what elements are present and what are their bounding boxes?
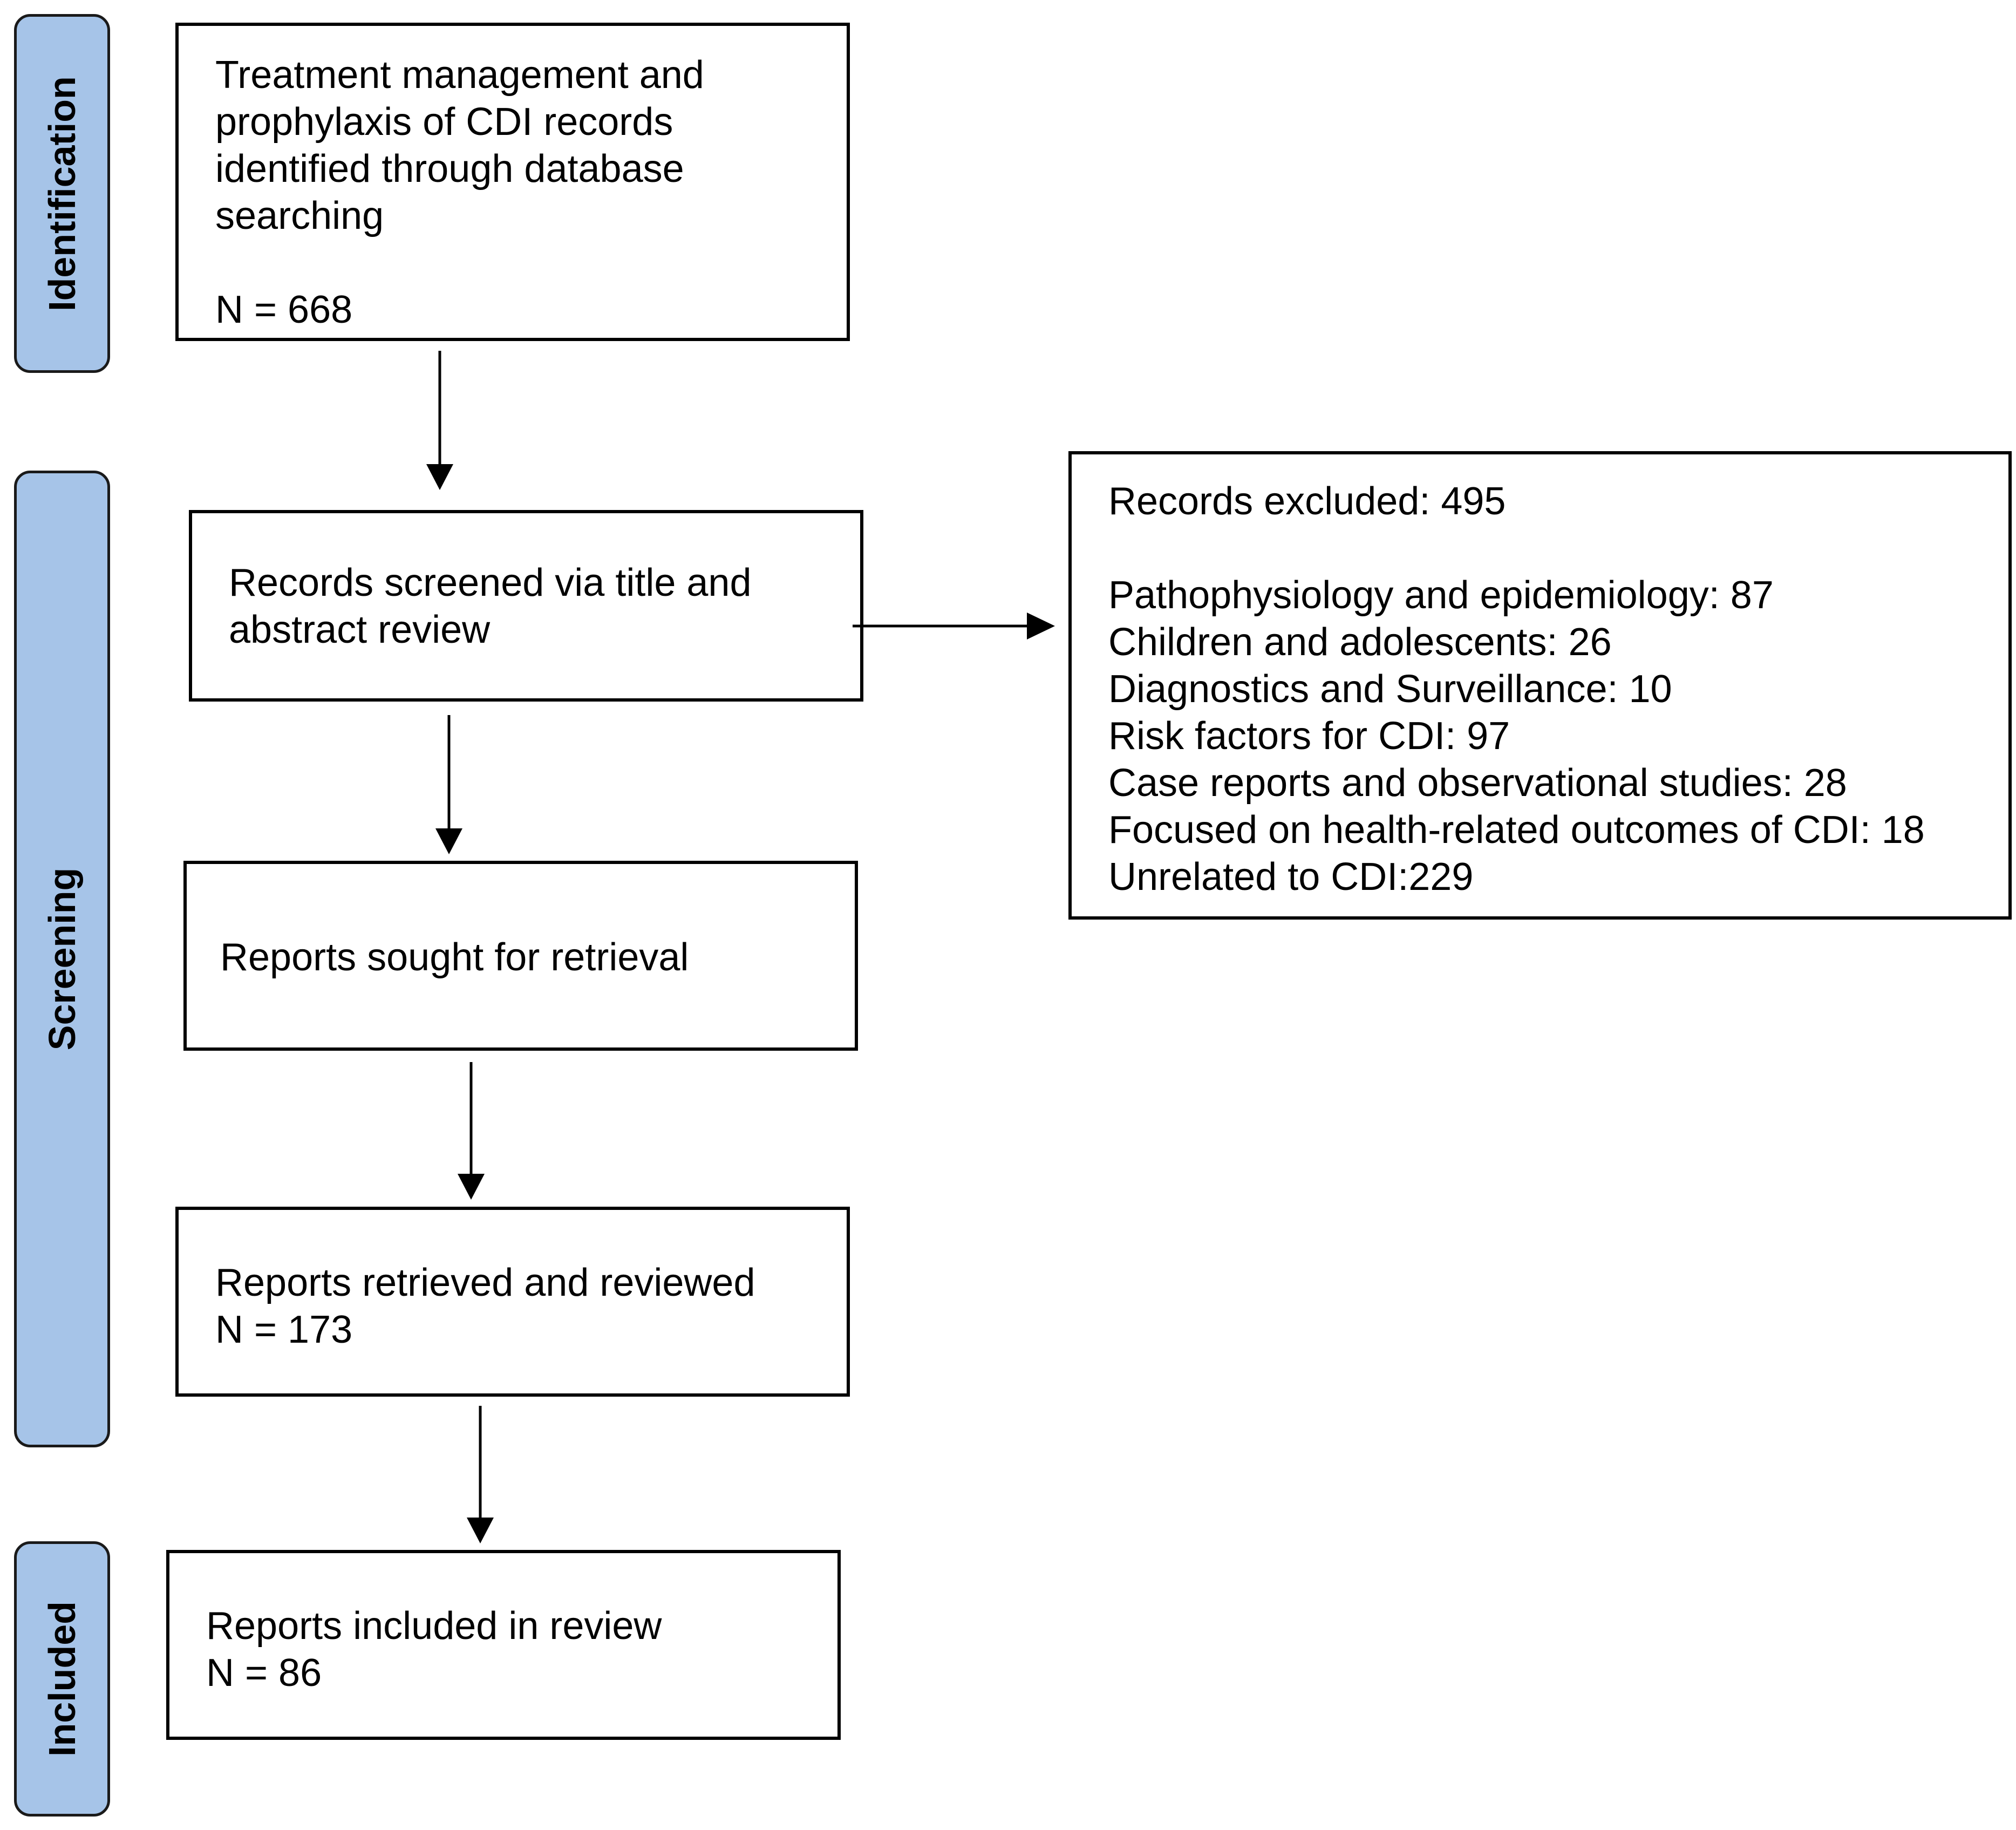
retrieved-line-1: Reports retrieved and reviewed — [215, 1261, 755, 1304]
included-line-1: Reports included in review — [206, 1604, 662, 1648]
identified-records-box: Treatment management and prophylaxis of … — [175, 23, 850, 341]
excluded-reason-7: Unrelated to CDI:229 — [1108, 855, 1474, 899]
excluded-reason-4: Risk factors for CDI: 97 — [1108, 715, 1510, 758]
included-count: N = 86 — [206, 1651, 322, 1695]
excluded-reason-2: Children and adolescents: 26 — [1108, 621, 1612, 664]
identified-line-1: Treatment management and — [215, 53, 704, 97]
phase-screening: Screening — [14, 471, 110, 1447]
arrowhead-screened-to-sought — [435, 828, 462, 854]
screened-line-2: abstract review — [229, 608, 491, 651]
excluded-records-box: Records excluded: 495 Pathophysiology an… — [1068, 451, 2012, 920]
excluded-heading: Records excluded: 495 — [1108, 480, 1506, 523]
arrowhead-sought-to-retrieved — [458, 1174, 485, 1200]
excluded-reason-3: Diagnostics and Surveillance: 10 — [1108, 668, 1672, 711]
sought-reports-box: Reports sought for retrieval — [183, 861, 858, 1051]
excluded-reason-1: Pathophysiology and epidemiology: 87 — [1108, 574, 1774, 617]
phase-identification: Identification — [14, 14, 110, 373]
excluded-reason-5: Case reports and observational studies: … — [1108, 761, 1847, 805]
identified-count: N = 668 — [215, 288, 353, 331]
screened-line-1: Records screened via title and — [229, 561, 752, 604]
identified-line-4: searching — [215, 194, 384, 237]
retrieved-reports-box: Reports retrieved and reviewed N = 173 — [175, 1207, 850, 1397]
excluded-reason-6: Focused on health-related outcomes of CD… — [1108, 808, 1925, 852]
identified-line-2: prophylaxis of CDI records — [215, 100, 673, 144]
phase-included: Included — [14, 1541, 110, 1817]
included-reports-box: Reports included in review N = 86 — [166, 1550, 841, 1740]
identified-line-3: identified through database — [215, 147, 684, 191]
screened-records-box: Records screened via title and abstract … — [189, 510, 863, 702]
arrowhead-retrieved-to-included — [467, 1518, 494, 1543]
arrowhead-screened-to-excluded — [1027, 613, 1055, 640]
sought-line-1: Reports sought for retrieval — [220, 936, 689, 979]
arrowhead-identified-to-screened — [426, 464, 453, 490]
retrieved-count: N = 173 — [215, 1308, 353, 1351]
